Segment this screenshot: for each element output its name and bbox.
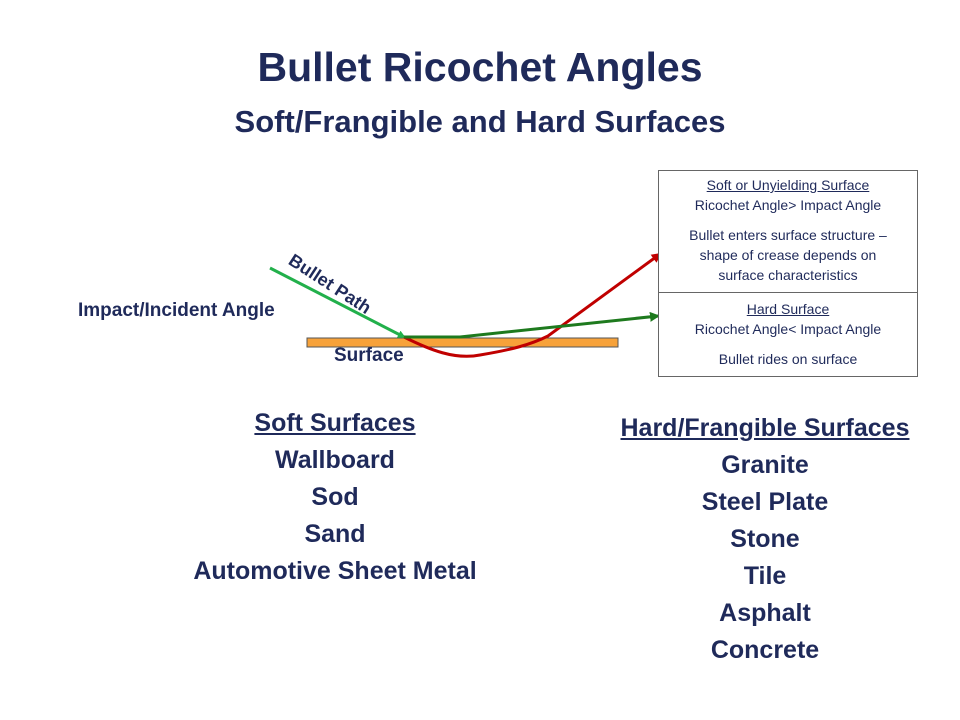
soft-surface-desc-line: Bullet enters surface structure – (689, 227, 887, 243)
incoming-bullet-path (269, 266, 406, 339)
list-item: Wallboard (275, 446, 395, 474)
list-item: Tile (743, 562, 787, 590)
hard-surfaces-heading: Hard/Frangible Surfaces (620, 414, 910, 442)
page-subtitle: Soft/Frangible and Hard Surfaces (234, 104, 726, 139)
surface-label: Surface (334, 345, 404, 366)
soft-surface-desc-line: surface characteristics (718, 267, 858, 283)
hard-surface-section: Hard Surface Ricochet Angle< Impact Angl… (659, 292, 917, 369)
info-box: Soft or Unyielding Surface Ricochet Angl… (658, 170, 918, 377)
hard-surface-heading: Hard Surface (746, 301, 830, 317)
list-item: Sod (311, 483, 359, 511)
list-item: Granite (721, 451, 809, 479)
soft-surface-section: Soft or Unyielding Surface Ricochet Angl… (659, 175, 917, 285)
list-item: Steel Plate (701, 488, 829, 516)
soft-ricochet-path (403, 252, 662, 358)
hard-ricochet-path (404, 311, 660, 339)
hard-surface-rule: Ricochet Angle< Impact Angle (694, 321, 882, 337)
impact-angle-label: Impact/Incident Angle (78, 300, 275, 321)
soft-surface-rule: Ricochet Angle> Impact Angle (694, 197, 882, 213)
list-item: Automotive Sheet Metal (193, 557, 477, 585)
list-item: Asphalt (719, 599, 811, 627)
hard-surface-desc: Bullet rides on surface (718, 351, 858, 367)
soft-surfaces-list: Soft Surfaces Wallboard Sod Sand Automot… (150, 405, 520, 590)
list-item: Sand (304, 520, 366, 548)
soft-surface-desc-line: shape of crease depends on (699, 247, 877, 263)
soft-surfaces-heading: Soft Surfaces (254, 409, 416, 437)
list-item: Stone (730, 525, 800, 553)
page-title: Bullet Ricochet Angles (257, 44, 703, 90)
hard-surfaces-list: Hard/Frangible Surfaces Granite Steel Pl… (580, 410, 950, 669)
soft-surface-heading: Soft or Unyielding Surface (706, 177, 870, 193)
list-item: Concrete (710, 636, 820, 664)
